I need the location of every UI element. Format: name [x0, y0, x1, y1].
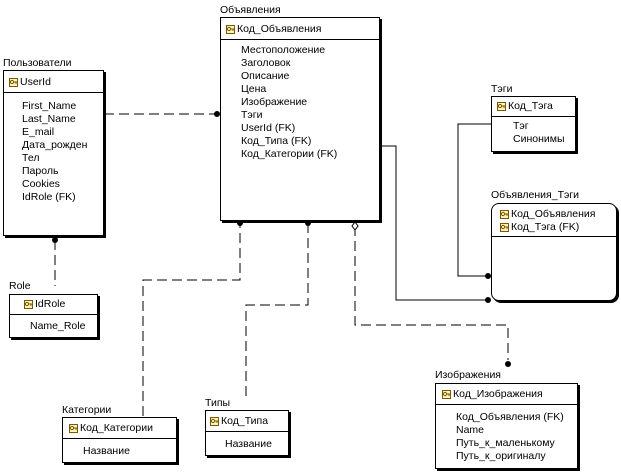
attribute: IdRole (FK): [22, 191, 76, 203]
pk-label: UserId: [20, 76, 51, 88]
pk-row: Код_Типа: [210, 415, 288, 428]
pk-row: Код_Изображения: [442, 388, 577, 401]
pk-label: Код_Категории: [80, 422, 153, 434]
entity-title-ads: Объявления: [220, 4, 281, 16]
attribute: Изображение: [241, 96, 308, 108]
rel-categories-ads: [142, 222, 241, 416]
attribute: Дата_рожден: [22, 139, 88, 151]
pk-label: Код_Тэга (FK): [511, 221, 580, 233]
pk-row: Код_Категории: [69, 422, 176, 435]
entity-types[interactable]: Код_Типа Название: [205, 410, 289, 456]
entity-role[interactable]: IdRole Name_Role: [9, 294, 98, 338]
key-icon: [69, 424, 78, 433]
attribute: Код_Типа (FK): [241, 135, 312, 147]
pk-label: Код_Типа: [221, 415, 269, 427]
pk-label: Код_Объявления: [237, 23, 322, 35]
entity-users[interactable]: UserId First_Name Last_Name E_mail Дата_…: [3, 70, 104, 236]
attribute: Описание: [241, 70, 290, 82]
pk-label: Код_Изображения: [453, 388, 543, 400]
attribute: Код_Категории (FK): [241, 148, 338, 160]
pk-label: Код_Объявления: [511, 208, 596, 220]
key-icon: [497, 102, 506, 111]
pk-row: Код_Объявления: [226, 23, 379, 36]
pk-label: IdRole: [35, 298, 66, 310]
entity-images[interactable]: Код_Изображения Код_Объявления (FK) Name…: [435, 383, 578, 469]
attribute: Пароль: [22, 165, 59, 177]
key-icon: [226, 25, 235, 34]
attribute: UserId (FK): [241, 122, 296, 134]
attribute: Местоположение: [241, 44, 326, 56]
rel-end-dot: [237, 220, 243, 226]
key-icon: [442, 390, 451, 399]
pk-label: Код_Тэга: [508, 100, 553, 112]
entity-title-role: Role: [9, 280, 31, 292]
rel-end-dot: [214, 111, 220, 117]
attribute: Название: [225, 438, 272, 450]
key-icon: [9, 78, 18, 87]
attribute: Cookies: [22, 178, 60, 190]
key-icon: [500, 223, 509, 232]
entity-title-ad-tags: Объявления_Тэги: [491, 189, 580, 201]
pk-row: Код_Объявления: [500, 208, 616, 221]
rel-end-dot: [485, 297, 491, 303]
attribute: Код_Объявления (FK): [456, 411, 564, 423]
pk-row: UserId: [9, 76, 103, 89]
attribute: First_Name: [22, 100, 77, 112]
attribute: E_mail: [22, 126, 55, 138]
rel-ads-images: [354, 226, 509, 360]
attribute: Тэг: [513, 120, 529, 132]
entity-title-users: Пользователи: [3, 57, 72, 69]
rel-end-dot: [485, 273, 491, 279]
rel-ads-adtags: [380, 145, 488, 301]
attribute: Name: [456, 424, 485, 436]
attribute: Название: [83, 445, 130, 457]
attribute: Тел: [22, 152, 40, 164]
attribute: Цена: [241, 83, 267, 95]
attribute: Заголовок: [241, 57, 291, 69]
key-icon: [24, 300, 33, 309]
entity-title-types: Типы: [205, 397, 231, 409]
rel-types-ads: [245, 222, 309, 396]
entity-ad-tags[interactable]: Код_Объявления Код_Тэга (FK): [491, 203, 617, 301]
entity-title-tags: Тэги: [491, 83, 513, 95]
attribute: Name_Role: [30, 320, 86, 332]
entity-title-images: Изображения: [435, 369, 501, 381]
rel-diamond: [351, 221, 359, 231]
rel-end-dot: [505, 361, 511, 367]
pk-row: Код_Тэга (FK): [500, 221, 616, 234]
rel-end-dot: [305, 220, 311, 226]
entity-ads[interactable]: Код_Объявления Местоположение Заголовок …: [220, 17, 380, 221]
attribute: Путь_к_маленькому: [456, 437, 555, 449]
entity-categories[interactable]: Код_Категории Название: [62, 417, 177, 463]
entity-tags[interactable]: Код_Тэга Тэг Синонимы: [491, 96, 576, 152]
attribute: Last_Name: [22, 113, 76, 125]
key-icon: [500, 210, 509, 219]
attribute: Синонимы: [513, 133, 565, 145]
key-icon: [210, 417, 219, 426]
pk-row: IdRole: [24, 298, 97, 311]
rel-tags-adtags: [457, 123, 491, 277]
attribute: Путь_к_оригиналу: [456, 450, 546, 462]
entity-title-categories: Категории: [62, 404, 112, 416]
pk-row: Код_Тэга: [497, 100, 575, 113]
attribute: Тэги: [241, 109, 263, 121]
rel-end-dot: [52, 237, 58, 243]
